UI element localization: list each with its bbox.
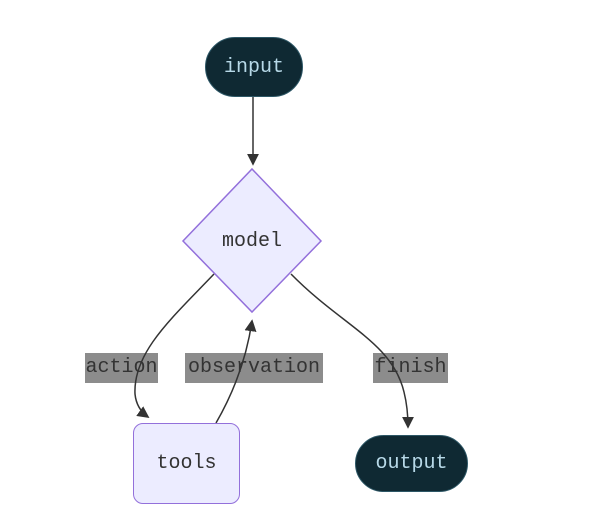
edge-model-output-finish [290, 273, 414, 429]
edge-label-finish: finish [373, 353, 448, 383]
node-model: model [202, 226, 302, 256]
node-input: input [205, 37, 303, 97]
edge-label-action: action [85, 353, 158, 383]
edge-model-tools-action [134, 273, 215, 419]
node-tools-label: tools [156, 452, 217, 475]
node-input-label: input [223, 55, 284, 79]
node-output-label: output [375, 452, 448, 475]
node-output: output [355, 435, 468, 492]
edge-label-observation: observation [185, 353, 323, 383]
node-tools: tools [133, 423, 240, 504]
node-model-label: model [221, 229, 282, 253]
